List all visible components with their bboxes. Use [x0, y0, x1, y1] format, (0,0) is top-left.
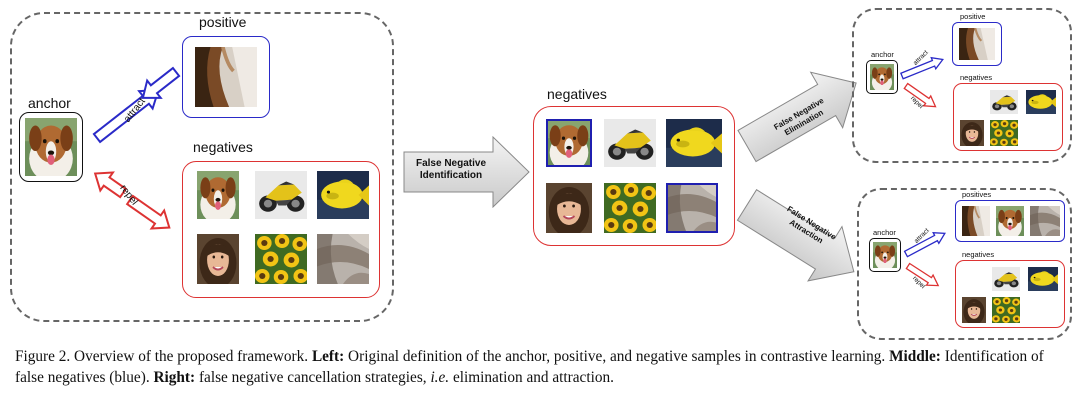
middle-negatives-box: [533, 106, 735, 246]
rt-negatives-label: negatives: [960, 73, 993, 82]
middle-negatives-label: negatives: [547, 86, 607, 102]
rt-neg-sunflowers-image: [990, 120, 1018, 146]
right-bottom-panel: [857, 188, 1072, 340]
left-panel: [10, 12, 394, 322]
mid-woman-image: [546, 183, 592, 233]
rt-neg-woman-image: [960, 120, 984, 146]
rt-anchor-frame: [866, 60, 898, 94]
anchor-image-frame: [19, 112, 83, 182]
right-strategy-arrows: [736, 71, 857, 282]
identification-arrow: [403, 136, 530, 208]
identification-arrow-text: False Negative Identification: [415, 158, 487, 181]
caption-middle-text: Identification of false negatives (blue)…: [15, 348, 1044, 386]
figure-caption: Figure 2. Overview of the proposed frame…: [15, 346, 1070, 388]
rt-negatives-box: [953, 83, 1063, 151]
caption-right-text-2: elimination and attraction.: [452, 369, 614, 386]
rb-anchor-label: anchor: [873, 228, 896, 237]
mid-fish-image: [666, 119, 722, 167]
rb-negatives-box: [955, 260, 1065, 328]
negatives-box: [182, 161, 380, 298]
rb-neg-sunflowers-image: [992, 297, 1020, 323]
rb-neg-motorcycle-image: [992, 267, 1020, 291]
mid-dog-image-false-negative: [546, 119, 592, 167]
rb-negatives-label: negatives: [962, 250, 995, 259]
rt-positive-label: positive: [960, 12, 986, 21]
rb-neg-fish-image: [1028, 267, 1058, 291]
left-arrows: [92, 66, 181, 230]
rt-positive-fur-image: [959, 28, 995, 60]
caption-left-text: Original definition of the anchor, posit…: [348, 348, 886, 365]
rb-neg-woman-image: [962, 297, 986, 323]
negatives-label: negatives: [193, 139, 253, 155]
attract-arrow: [92, 88, 160, 144]
identification-arrow-label: False Negative Identification: [404, 158, 498, 182]
rb-positives-box: [955, 200, 1065, 242]
anchor-label: anchor: [28, 95, 71, 111]
rb-positive-blurfur-image: [1030, 206, 1060, 236]
positive-label: positive: [199, 14, 247, 30]
positive-box: [182, 36, 270, 118]
rt-positive-box: [952, 22, 1002, 66]
caption-right-head: Right:: [153, 369, 196, 386]
caption-figure: Figure 2. Overview of the proposed frame…: [15, 348, 309, 365]
rb-anchor-frame: [869, 238, 901, 272]
rb-arrows: [903, 232, 946, 287]
right-top-panel: [852, 8, 1072, 163]
caption-middle-head: Middle:: [889, 348, 941, 365]
repel-arrow-out: [125, 194, 171, 230]
mid-blurfur-image-false-negative: [666, 183, 718, 233]
rb-positive-fur-image: [962, 206, 990, 236]
repel-arrow-back: [93, 171, 128, 199]
rb-positive-dog-image: [996, 206, 1024, 236]
rt-anchor-label: anchor: [871, 50, 894, 59]
rt-arrows: [900, 56, 944, 108]
mid-sunflowers-image: [604, 183, 656, 233]
rb-positive-label: positives: [962, 190, 992, 199]
caption-ie: i.e.: [430, 369, 450, 386]
rt-neg-motorcycle-image: [990, 90, 1018, 114]
attract-back-arrow: [141, 66, 181, 99]
rt-neg-fish-image: [1026, 90, 1056, 114]
caption-right-text-1: false negative cancellation strategies,: [198, 369, 427, 386]
mid-motorcycle-image: [604, 119, 656, 167]
caption-left-head: Left:: [311, 348, 345, 365]
